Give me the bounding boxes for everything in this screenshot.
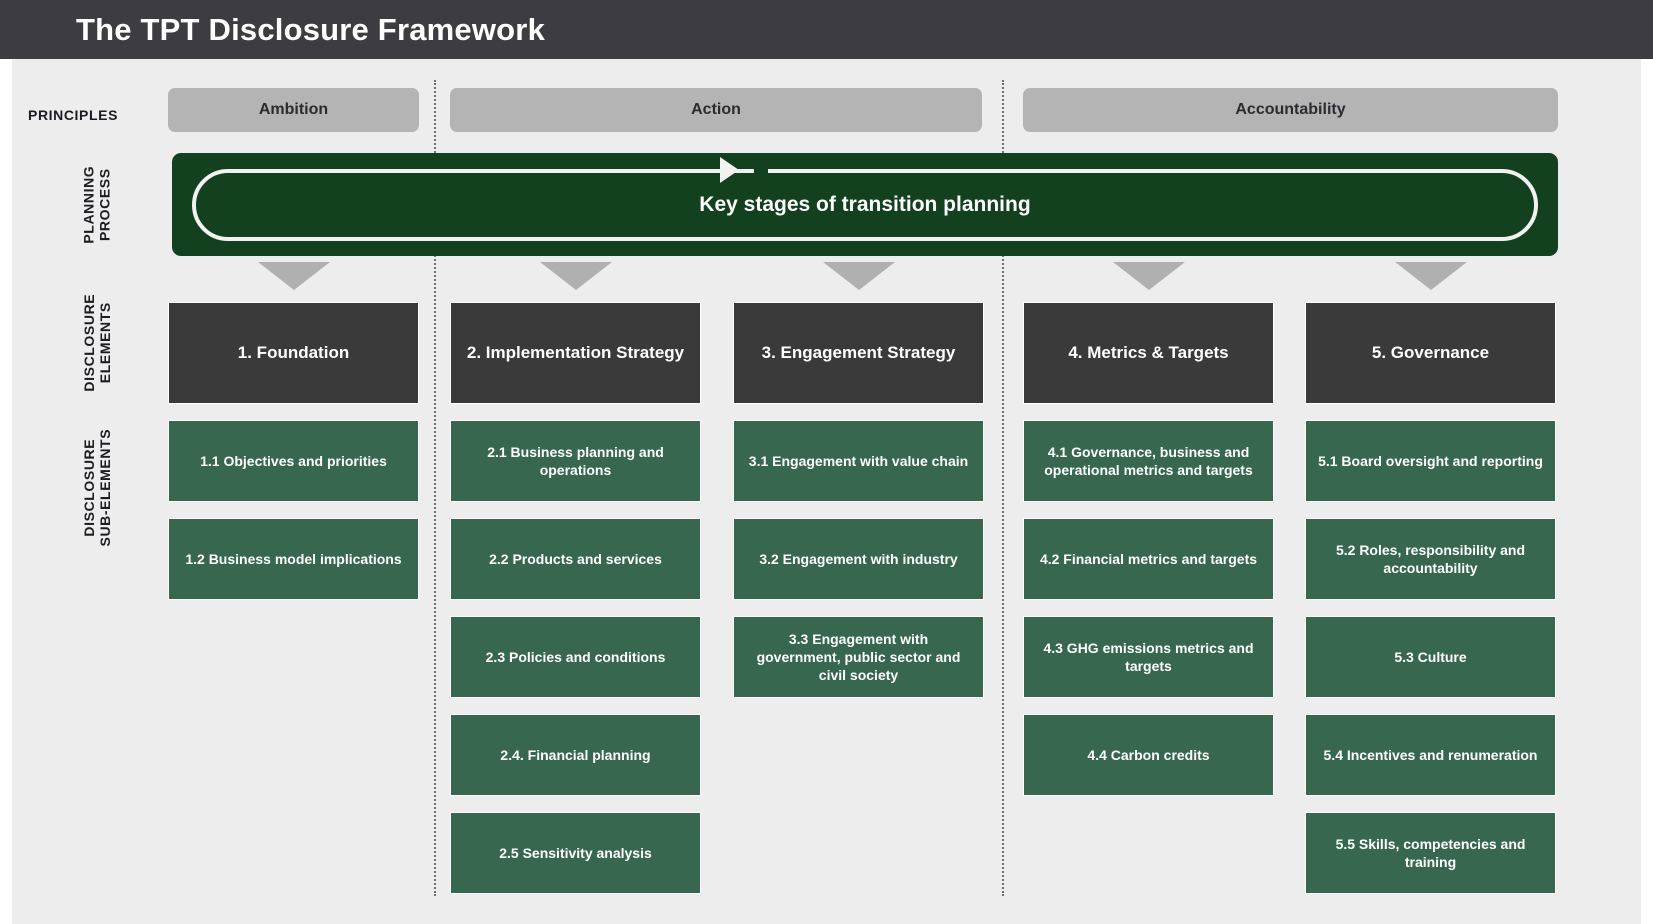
planning-process-banner: Key stages of transition planning — [172, 153, 1558, 256]
principle-pill-action[interactable]: Action — [450, 88, 982, 132]
sub-element-box[interactable]: 4.4 Carbon credits — [1023, 714, 1274, 796]
column-governance: 5. Governance 5.1 Board oversight and re… — [1305, 262, 1556, 894]
row-label-planning-process-text: PLANNING PROCESS — [80, 166, 112, 244]
sub-element-box[interactable]: 5.3 Culture — [1305, 616, 1556, 698]
divider-action-accountability — [1002, 80, 1004, 896]
row-label-disclosure-sub-elements: DISCLOSURE SUB-ELEMENTS — [30, 420, 165, 555]
row-label-planning-process: PLANNING PROCESS — [42, 150, 152, 260]
sub-element-box[interactable]: 1.1 Objectives and priorities — [168, 420, 419, 502]
chevron-down-icon — [257, 262, 330, 290]
sub-element-box[interactable]: 2.2 Products and services — [450, 518, 701, 600]
sub-element-box[interactable]: 2.5 Sensitivity analysis — [450, 812, 701, 894]
divider-ambition-action — [434, 80, 436, 896]
arrow-right-icon — [720, 157, 739, 183]
sub-element-box[interactable]: 5.2 Roles, responsibility and accountabi… — [1305, 518, 1556, 600]
element-box-1[interactable]: 1. Foundation — [168, 302, 419, 404]
element-box-2[interactable]: 2. Implementation Strategy — [450, 302, 701, 404]
sub-element-box[interactable]: 2.4. Financial planning — [450, 714, 701, 796]
sub-element-box[interactable]: 1.2 Business model implications — [168, 518, 419, 600]
right-gutter — [1641, 59, 1653, 924]
element-box-4[interactable]: 4. Metrics & Targets — [1023, 302, 1274, 404]
left-gutter — [0, 59, 12, 924]
sub-element-box[interactable]: 3.2 Engagement with industry — [733, 518, 984, 600]
sub-element-box[interactable]: 3.1 Engagement with value chain — [733, 420, 984, 502]
column-implementation-strategy: 2. Implementation Strategy 2.1 Business … — [450, 262, 701, 894]
sub-element-list-3: 3.1 Engagement with value chain 3.2 Enga… — [733, 420, 984, 698]
sub-element-box[interactable]: 5.5 Skills, competencies and training — [1305, 812, 1556, 894]
element-box-3[interactable]: 3. Engagement Strategy — [733, 302, 984, 404]
page-title: The TPT Disclosure Framework — [76, 11, 546, 47]
rail-gap-top — [754, 167, 768, 176]
chevron-down-icon — [539, 262, 612, 290]
rail-gap-bottom — [1548, 233, 1558, 242]
principle-pill-ambition[interactable]: Ambition — [168, 88, 419, 132]
sub-element-box[interactable]: 5.4 Incentives and renumeration — [1305, 714, 1556, 796]
sub-element-box[interactable]: 4.2 Financial metrics and targets — [1023, 518, 1274, 600]
chevron-down-icon — [1112, 262, 1185, 290]
title-bar: The TPT Disclosure Framework — [0, 0, 1653, 59]
column-foundation: 1. Foundation 1.1 Objectives and priorit… — [168, 262, 419, 600]
sub-element-box[interactable]: 3.3 Engagement with government, public s… — [733, 616, 984, 698]
sub-element-box[interactable]: 2.1 Business planning and operations — [450, 420, 701, 502]
planning-process-label: Key stages of transition planning — [699, 192, 1031, 216]
column-metrics-targets: 4. Metrics & Targets 4.1 Governance, bus… — [1023, 262, 1274, 796]
sub-element-list-5: 5.1 Board oversight and reporting 5.2 Ro… — [1305, 420, 1556, 894]
sub-element-box[interactable]: 2.3 Policies and conditions — [450, 616, 701, 698]
sub-element-box[interactable]: 4.1 Governance, business and operational… — [1023, 420, 1274, 502]
row-label-principles: PRINCIPLES — [28, 107, 119, 123]
sub-element-box[interactable]: 5.1 Board oversight and reporting — [1305, 420, 1556, 502]
column-engagement-strategy: 3. Engagement Strategy 3.1 Engagement wi… — [733, 262, 984, 698]
sub-element-list-4: 4.1 Governance, business and operational… — [1023, 420, 1274, 796]
chevron-down-icon — [822, 262, 895, 290]
principle-pill-accountability[interactable]: Accountability — [1023, 88, 1558, 132]
row-label-disclosure-elements-text: DISCLOSURE ELEMENTS — [80, 293, 113, 392]
row-label-disclosure-elements: DISCLOSURE ELEMENTS — [40, 285, 155, 400]
sub-element-box[interactable]: 4.3 GHG emissions metrics and targets — [1023, 616, 1274, 698]
transition-loop-outline — [192, 169, 1538, 241]
sub-element-list-1: 1.1 Objectives and priorities 1.2 Busine… — [168, 420, 419, 600]
chevron-down-icon — [1394, 262, 1467, 290]
element-box-5[interactable]: 5. Governance — [1305, 302, 1556, 404]
row-label-disclosure-sub-elements-text: DISCLOSURE SUB-ELEMENTS — [80, 428, 113, 547]
sub-element-list-2: 2.1 Business planning and operations 2.2… — [450, 420, 701, 894]
